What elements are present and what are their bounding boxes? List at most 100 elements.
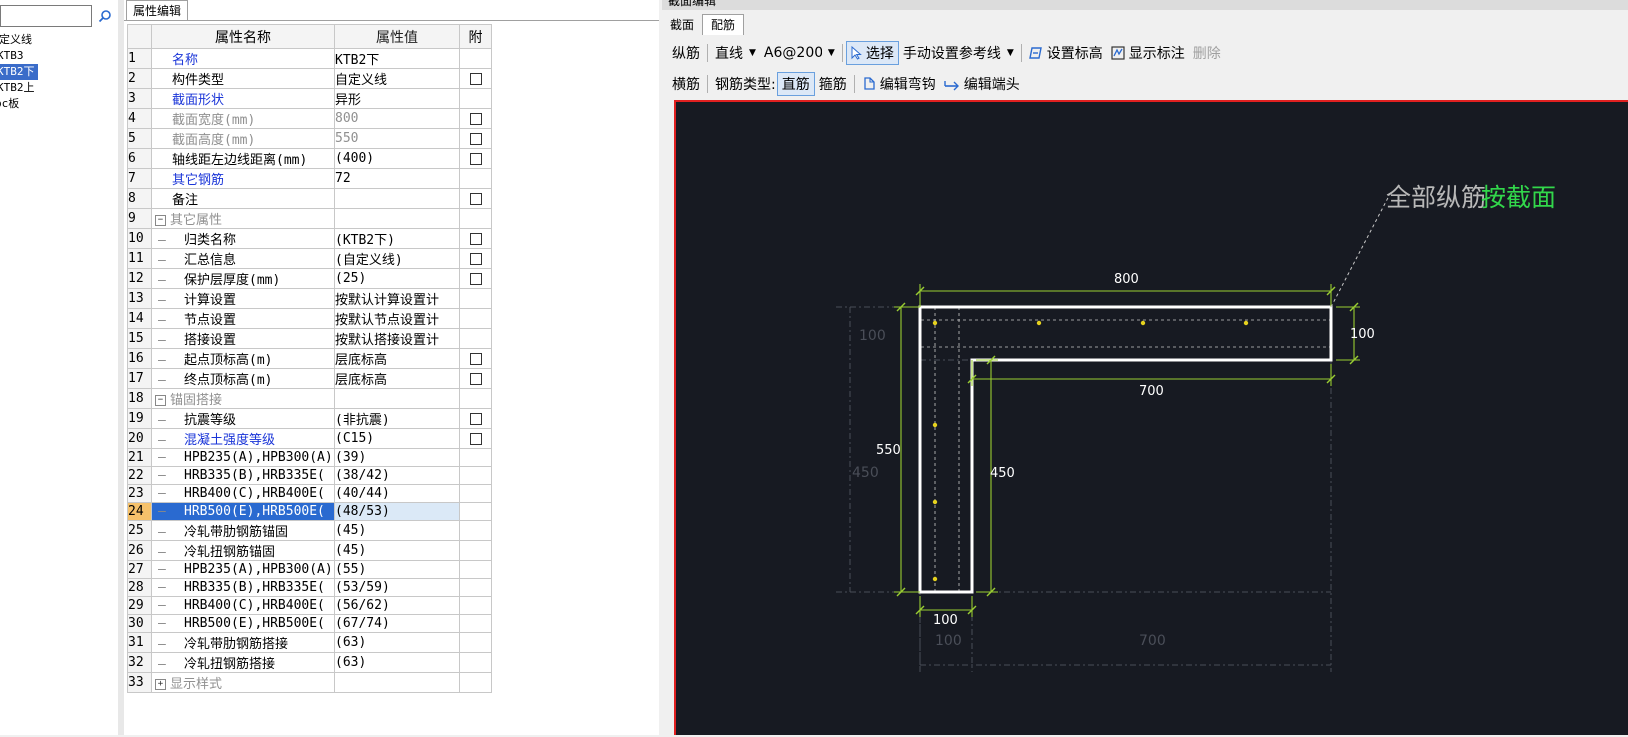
- tab-section[interactable]: 截面: [670, 18, 695, 32]
- property-row[interactable]: 26—冷轧扭钢筋锚固(45): [127, 540, 492, 561]
- property-row[interactable]: 20—混凝土强度等级(C15): [127, 428, 492, 449]
- property-value-cell[interactable]: 按默认节点设置计: [334, 308, 460, 329]
- edit-hook-button[interactable]: 编辑弯钩: [858, 74, 940, 94]
- property-name-cell[interactable]: —HRB400(C),HRB400E(: [151, 596, 335, 615]
- property-value-cell[interactable]: 按默认搭接设置计: [334, 328, 460, 349]
- property-name-cell[interactable]: —HPB235(A),HPB300(A): [151, 448, 335, 467]
- property-name-cell[interactable]: —HRB500(E),HRB500E(: [151, 502, 335, 521]
- property-name-cell[interactable]: 其它钢筋: [151, 168, 335, 189]
- property-value-cell[interactable]: (48/53): [334, 502, 460, 521]
- property-name-cell[interactable]: 轴线距左边线距离(mm): [151, 148, 335, 169]
- property-name-cell[interactable]: −锚固搭接: [151, 388, 335, 409]
- property-row[interactable]: 29—HRB400(C),HRB400E((56/62): [127, 596, 492, 615]
- property-name-cell[interactable]: —保护层厚度(mm): [151, 268, 335, 289]
- property-value-cell[interactable]: [334, 208, 460, 229]
- property-row[interactable]: 17—终点顶标高(m)层底标高: [127, 368, 492, 389]
- property-value-cell[interactable]: 800: [334, 108, 460, 129]
- tree-item[interactable]: KTB2上: [0, 81, 35, 94]
- property-value-cell[interactable]: [334, 388, 460, 409]
- transverse-button[interactable]: 横筋: [672, 77, 700, 93]
- property-row[interactable]: 31—冷轧带肋钢筋搭接(63): [127, 632, 492, 653]
- property-row[interactable]: 28—HRB335(B),HRB335E((53/59): [127, 578, 492, 597]
- straight-rebar-button[interactable]: 直筋: [776, 72, 815, 96]
- property-value-cell[interactable]: KTB2下: [334, 48, 460, 69]
- property-value-cell[interactable]: (45): [334, 540, 460, 561]
- property-row[interactable]: 16—起点顶标高(m)层底标高: [127, 348, 492, 369]
- property-value-cell[interactable]: (C15): [334, 428, 460, 449]
- property-name-cell[interactable]: —冷轧带肋钢筋搭接: [151, 632, 335, 653]
- property-value-cell[interactable]: (39): [334, 448, 460, 467]
- attach-checkbox[interactable]: [469, 132, 482, 145]
- property-value-cell[interactable]: (25): [334, 268, 460, 289]
- property-value-cell[interactable]: 按默认计算设置计: [334, 288, 460, 309]
- property-row[interactable]: 15—搭接设置按默认搭接设置计: [127, 328, 492, 349]
- property-row[interactable]: 11—汇总信息(自定义线): [127, 248, 492, 269]
- property-row[interactable]: 33+显示样式: [127, 672, 492, 693]
- attach-checkbox[interactable]: [469, 432, 482, 445]
- property-name-cell[interactable]: —HRB335(B),HRB335E(: [151, 578, 335, 597]
- property-name-cell[interactable]: —冷轧带肋钢筋锚固: [151, 520, 335, 541]
- property-row[interactable]: 23—HRB400(C),HRB400E((40/44): [127, 484, 492, 503]
- property-name-cell[interactable]: −其它属性: [151, 208, 335, 229]
- property-row[interactable]: 30—HRB500(E),HRB500E((67/74): [127, 614, 492, 633]
- property-name-cell[interactable]: —汇总信息: [151, 248, 335, 269]
- tree-search-input[interactable]: [0, 5, 92, 27]
- property-row[interactable]: 24—HRB500(E),HRB500E((48/53): [127, 502, 492, 521]
- attach-checkbox[interactable]: [469, 352, 482, 365]
- all-longitudinal-label[interactable]: 全部纵筋: [1386, 183, 1486, 212]
- property-value-cell[interactable]: (63): [334, 632, 460, 653]
- stirrup-button[interactable]: 箍筋: [818, 77, 847, 93]
- section-outline[interactable]: [918, 305, 1333, 594]
- property-value-cell[interactable]: (40/44): [334, 484, 460, 503]
- edit-end-button[interactable]: 编辑端头: [940, 74, 1024, 94]
- property-name-cell[interactable]: —HPB235(A),HPB300(A): [151, 560, 335, 579]
- property-value-cell[interactable]: 层底标高: [334, 348, 460, 369]
- property-name-cell[interactable]: —节点设置: [151, 308, 335, 329]
- manual-ref-line-dropdown[interactable]: 手动设置参考线▼: [902, 46, 1014, 62]
- show-annotation-button[interactable]: 显示标注: [1107, 43, 1189, 63]
- property-name-cell[interactable]: —终点顶标高(m): [151, 368, 335, 389]
- property-name-cell[interactable]: —计算设置: [151, 288, 335, 309]
- collapse-icon[interactable]: −: [155, 215, 166, 226]
- property-value-cell[interactable]: (63): [334, 652, 460, 673]
- tree-item-selected[interactable]: KTB2下: [0, 64, 118, 80]
- tree-item[interactable]: 自定义线: [0, 33, 32, 46]
- property-value-cell[interactable]: [334, 188, 460, 209]
- property-value-cell[interactable]: (400): [334, 148, 460, 169]
- property-value-cell[interactable]: (38/42): [334, 466, 460, 485]
- property-row[interactable]: 27—HPB235(A),HPB300(A)(55): [127, 560, 492, 579]
- property-name-cell[interactable]: —HRB400(C),HRB400E(: [151, 484, 335, 503]
- property-name-cell[interactable]: —归类名称: [151, 228, 335, 249]
- property-value-cell[interactable]: (45): [334, 520, 460, 541]
- rebar-spec-dropdown[interactable]: A6@200▼: [763, 45, 835, 61]
- attach-checkbox[interactable]: [469, 252, 482, 265]
- section-drawing-canvas[interactable]: 100 450 100 700: [674, 100, 1628, 735]
- by-section-label[interactable]: 按截面: [1481, 183, 1556, 212]
- property-value-cell[interactable]: (自定义线): [334, 248, 460, 269]
- property-value-cell[interactable]: 异形: [334, 88, 460, 109]
- line-mode-dropdown[interactable]: 直线▼: [715, 46, 756, 62]
- tab-property-edit[interactable]: 属性编辑: [126, 0, 189, 21]
- property-name-cell[interactable]: 截面形状: [151, 88, 335, 109]
- tab-reinforcement[interactable]: 配筋: [702, 14, 745, 35]
- attach-checkbox[interactable]: [469, 112, 482, 125]
- property-name-cell[interactable]: —冷轧扭钢筋搭接: [151, 652, 335, 673]
- property-row[interactable]: 10—归类名称(KTB2下): [127, 228, 492, 249]
- property-value-cell[interactable]: (67/74): [334, 614, 460, 633]
- property-name-cell[interactable]: —HRB335(B),HRB335E(: [151, 466, 335, 485]
- collapse-icon[interactable]: −: [155, 395, 166, 406]
- property-row[interactable]: 32—冷轧扭钢筋搭接(63): [127, 652, 492, 673]
- property-name-cell[interactable]: —HRB500(E),HRB500E(: [151, 614, 335, 633]
- property-name-cell[interactable]: —搭接设置: [151, 328, 335, 349]
- property-name-cell[interactable]: —混凝土强度等级: [151, 428, 335, 449]
- property-value-cell[interactable]: 72: [334, 168, 460, 189]
- property-name-cell[interactable]: 截面宽度(mm): [151, 108, 335, 129]
- property-value-cell[interactable]: (非抗震): [334, 408, 460, 429]
- property-value-cell[interactable]: (56/62): [334, 596, 460, 615]
- property-name-cell[interactable]: 截面高度(mm): [151, 128, 335, 149]
- property-name-cell[interactable]: —抗震等级: [151, 408, 335, 429]
- property-value-cell[interactable]: (55): [334, 560, 460, 579]
